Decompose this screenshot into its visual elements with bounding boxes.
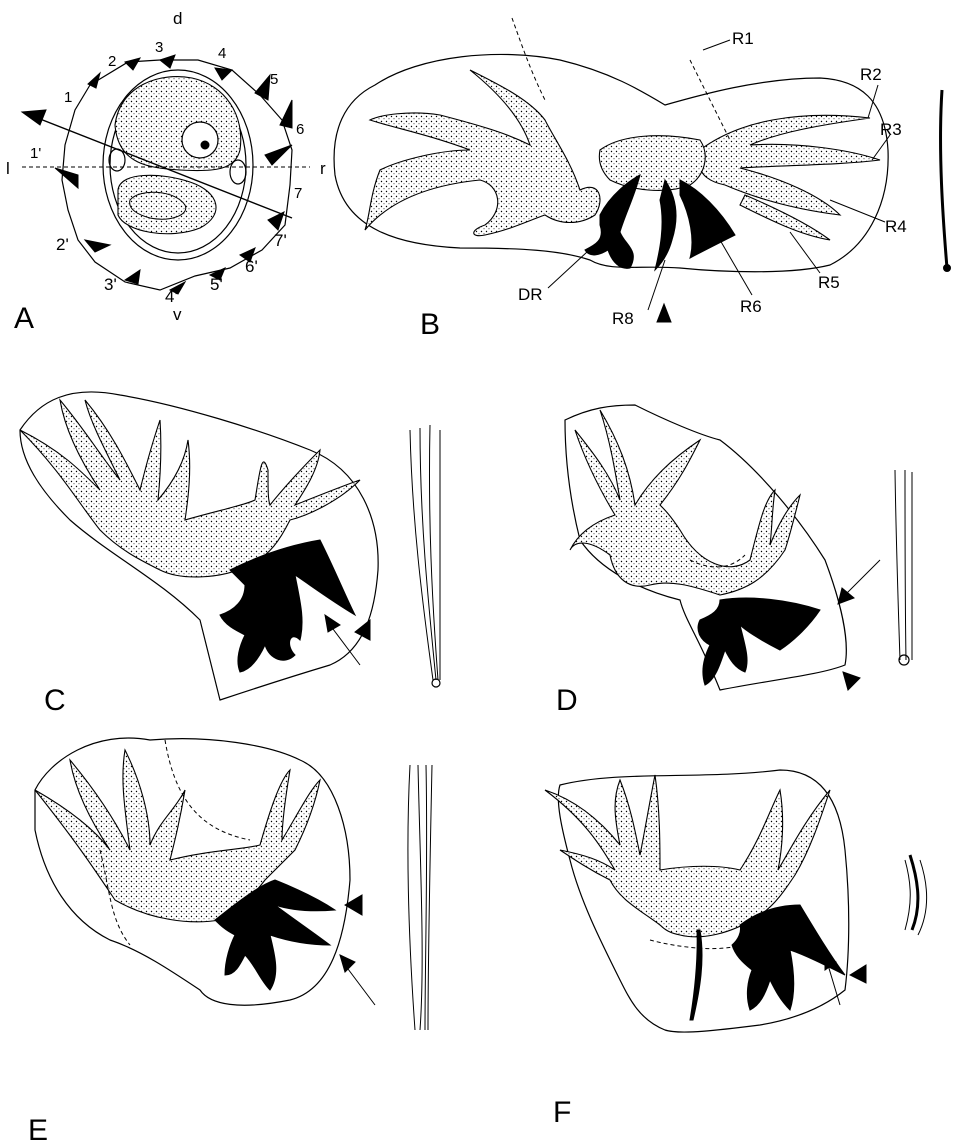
label-l: l [6,159,10,178]
label-d: d [173,9,182,28]
dorsal-number-6: 6 [296,121,304,138]
strand-e-4 [428,765,432,1030]
panel-c: C [20,392,440,717]
ventral-number-1: 1' [30,145,41,162]
panel-f: F [545,770,927,1129]
ventral-number-3: 3' [104,275,117,294]
arrowhead-e [340,955,355,972]
label-r1: R1 [732,29,754,48]
strand-f-1 [910,855,918,930]
dorsal-number-3: 3 [155,39,163,56]
leader-r2 [868,85,878,118]
dorsal-number-5: 5 [270,71,278,88]
panel-b: R1 R2 R3 R4 R5 R6 R8 DR B [334,18,950,341]
strand-e-2 [418,765,422,1030]
nucleolus [201,141,209,149]
panel-a: d v l r 1 2 3 4 5 6 7 1' 2' 3' 4' 5' 6' … [6,9,326,335]
arrowhead-d [838,588,854,604]
panel-letter-b: B [420,308,440,341]
dorsal-number-7: 7 [294,185,302,202]
arrowhead-b [657,304,671,322]
ventral-number-7: 7' [274,231,287,250]
leader-dr [548,240,600,288]
nucleus [182,122,218,158]
dashed-line-right-b [690,60,730,140]
section-arrowhead [22,110,46,125]
ventral-number-5: 5' [210,275,223,294]
strand-b [941,90,947,268]
left-lateral-body [109,149,125,171]
arrowhead-d-2 [843,672,860,690]
label-dr: DR [518,285,543,304]
panel-letter-c: C [44,684,66,717]
leader-r5 [790,232,820,273]
label-r6: R6 [740,297,762,316]
left-arms-b [365,70,600,236]
dashed-line-left-b [512,18,545,100]
lower-organelle [118,175,216,233]
right-lateral-body [230,160,246,184]
arrowhead-f-2 [850,965,866,983]
arrow-shaft-d [845,560,880,595]
leader-r4 [830,200,885,222]
strand-c-end [432,679,440,687]
label-r5: R5 [818,273,840,292]
label-v: v [173,305,182,324]
strand-d-2 [905,470,906,660]
panel-d: D [556,405,912,717]
strand-f-3 [905,860,910,930]
strand-e-1 [408,765,415,1030]
strand-d-end [899,655,909,665]
dashed-line-f [650,940,740,949]
body-center-b [599,136,705,191]
dorsal-number-2: 2 [108,53,116,70]
label-r8: R8 [612,309,634,328]
strand-b-end [944,265,951,272]
arrow-shaft-e [345,965,375,1005]
panel-e: E [28,738,432,1147]
arms-d [570,410,800,595]
panel-letter-d: D [556,684,578,717]
arrowhead-c-2 [355,620,370,640]
black-arms-d [698,598,820,685]
black-arm-f-left [690,930,702,1020]
label-r3: R3 [880,120,902,139]
panel-letter-a: A [14,302,34,335]
panel-letter-e: E [28,1114,48,1147]
strand-c-3 [429,425,438,680]
strand-d-1 [895,470,900,660]
leader-r1 [703,40,730,50]
panel-letter-f: F [553,1096,571,1129]
arrowhead-c [325,615,340,632]
label-r4: R4 [885,217,907,236]
label-r: r [320,159,326,178]
label-r2: R2 [860,65,882,84]
dorsal-number-1: 1 [64,89,72,106]
arm-r8 [655,180,676,270]
arm-r6 [680,180,735,258]
right-arms-b [700,115,880,215]
dorsal-number-4: 4 [218,45,226,62]
ventral-number-4: 4' [165,287,178,306]
leader-r6 [720,240,752,295]
strand-e-3 [425,765,427,1030]
ventral-number-2: 2' [56,235,69,254]
ventral-number-6: 6' [245,257,258,276]
